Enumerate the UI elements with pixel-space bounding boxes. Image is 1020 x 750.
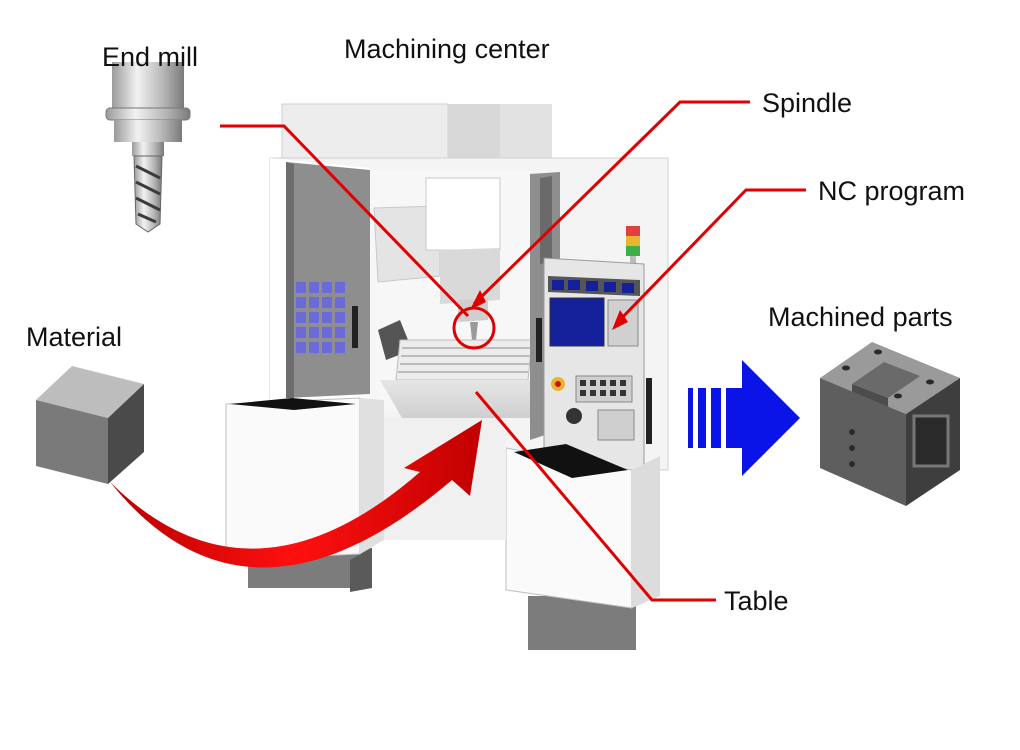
machined-part [820, 342, 960, 506]
label-nc-program: NC program [818, 176, 965, 206]
label-spindle: Spindle [762, 88, 852, 118]
label-machining-center: Machining center [344, 34, 550, 64]
end-mill-illustration [105, 62, 191, 233]
label-table: Table [724, 586, 789, 616]
window-grid [296, 282, 345, 353]
callout-nc-program [614, 188, 806, 326]
label-machined-parts: Machined parts [768, 302, 953, 332]
callout-end-mill [220, 124, 470, 318]
callout-spindle [472, 100, 750, 306]
output-flow-arrow [688, 360, 800, 476]
spindle-arrowhead [470, 290, 486, 310]
material-block [36, 366, 144, 484]
machining-center-illustration [225, 103, 669, 650]
label-end-mill: End mill [102, 42, 198, 72]
callout-table [474, 391, 716, 602]
material-feed-arrow [110, 420, 482, 568]
nc-program-arrowhead [612, 310, 628, 330]
label-material: Material [26, 322, 122, 352]
